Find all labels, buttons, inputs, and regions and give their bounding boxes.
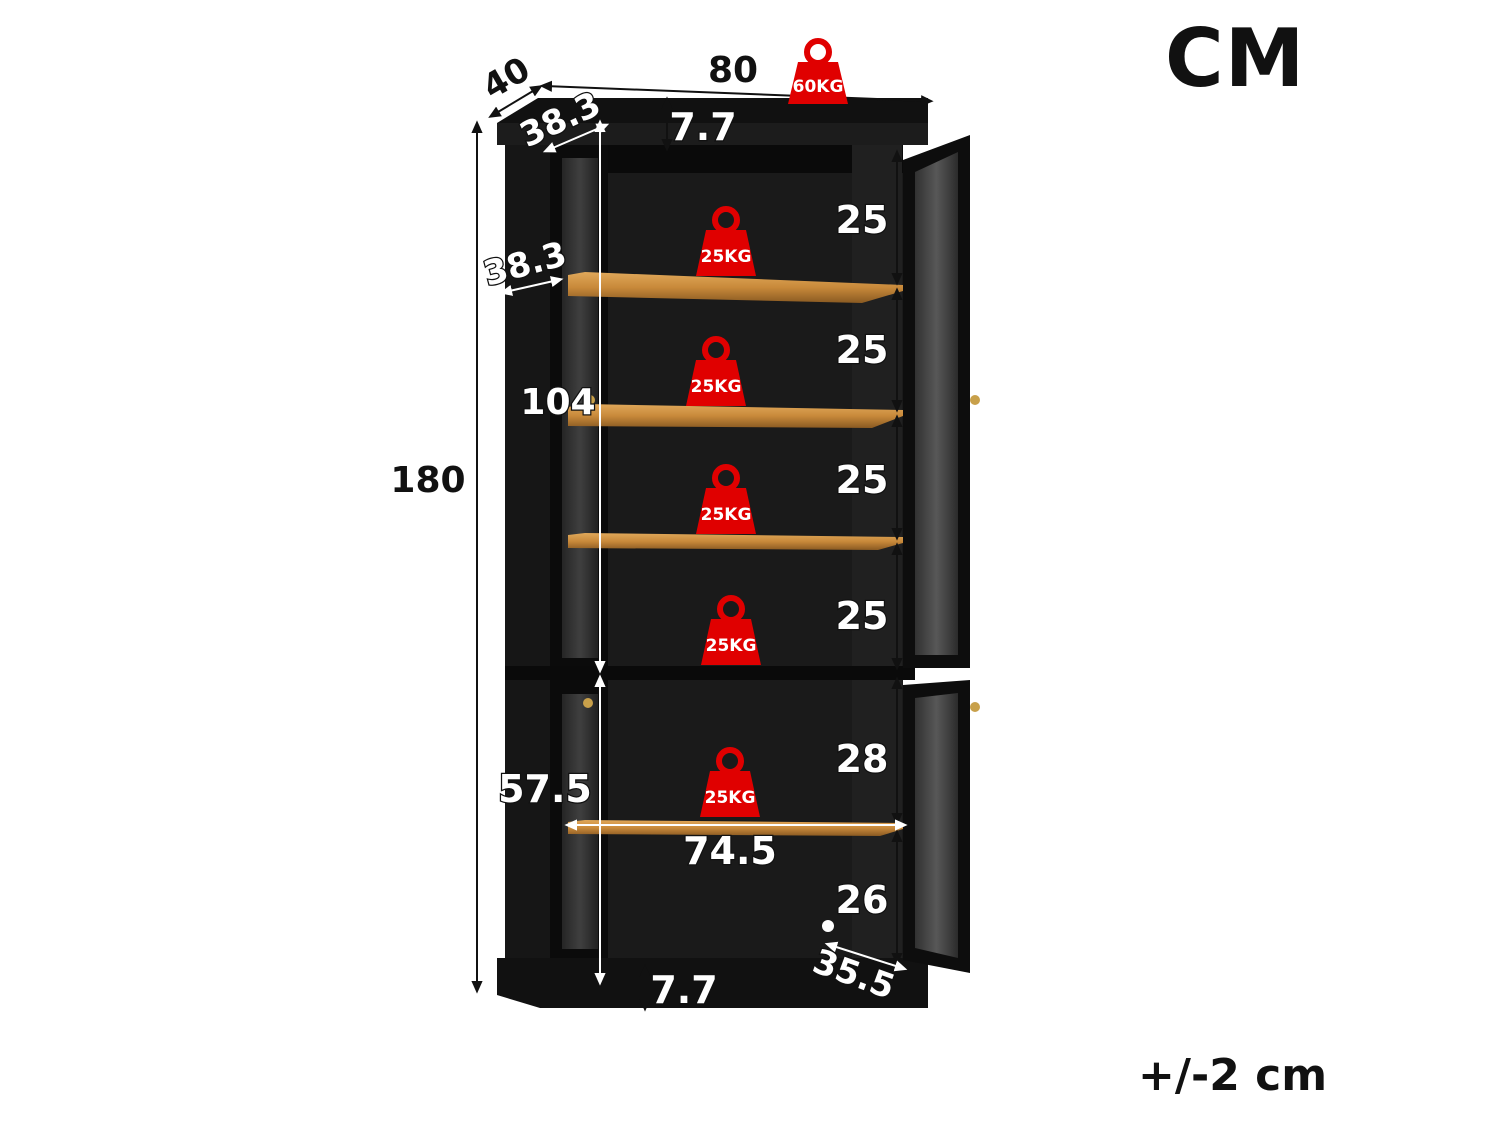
door-knob bbox=[583, 698, 593, 708]
shelf-2 bbox=[568, 404, 903, 428]
weight-icons: 60KG 25KG 25KG 25KG 25KG 25KG bbox=[686, 38, 848, 817]
label-gap-3: 25 bbox=[836, 458, 889, 502]
shelf-3 bbox=[568, 533, 903, 550]
unit-title: CM bbox=[1165, 12, 1306, 105]
dim-line-side-inner-depth bbox=[499, 276, 564, 296]
label-depth: 40 bbox=[476, 49, 537, 107]
dim-line-top-inner-depth bbox=[542, 123, 610, 153]
label-gap-2: 25 bbox=[836, 328, 889, 372]
label-top-panel: 7.7 bbox=[669, 105, 736, 149]
dim-line-width bbox=[539, 80, 934, 107]
weight-icon-shelf-4: 25KG bbox=[701, 595, 761, 665]
label-width: 80 bbox=[708, 50, 758, 91]
label-shelf-width: 74.5 bbox=[683, 829, 777, 873]
label-base-height: 7.7 bbox=[650, 968, 717, 1012]
door-knob bbox=[970, 395, 980, 405]
label-height: 180 bbox=[390, 460, 465, 501]
weight-label-top: 60KG bbox=[793, 77, 844, 97]
label-gap-6: 26 bbox=[836, 878, 889, 922]
tolerance-note: +/-2 cm bbox=[1138, 1050, 1328, 1101]
shelf-1 bbox=[568, 272, 903, 303]
label-gap-5: 28 bbox=[836, 737, 889, 781]
weight-icon-shelf-3: 25KG bbox=[696, 464, 756, 534]
dim-line-lower-depth bbox=[824, 941, 908, 972]
label-gap-1: 25 bbox=[836, 198, 889, 242]
door-knob bbox=[585, 395, 595, 405]
right-door-lower-glass bbox=[915, 693, 958, 958]
dimension-lines-light bbox=[499, 119, 908, 986]
weight-label-shelf-3: 25KG bbox=[701, 505, 752, 525]
middle-divider bbox=[505, 666, 915, 680]
weight-label-shelf-1: 25KG bbox=[701, 247, 752, 267]
door-knob bbox=[970, 702, 980, 712]
weight-icon-shelf-5: 25KG bbox=[700, 747, 760, 817]
weight-label-shelf-5: 25KG bbox=[705, 788, 756, 808]
weight-icon-shelf-1: 25KG bbox=[696, 206, 756, 276]
label-upper-section: 104 bbox=[520, 382, 595, 423]
weight-label-shelf-4: 25KG bbox=[706, 636, 757, 656]
right-door-upper-glass bbox=[915, 152, 958, 655]
weight-icon-top: 60KG bbox=[788, 38, 848, 104]
right-side-panel bbox=[852, 145, 902, 965]
dim-line-depth bbox=[488, 85, 543, 118]
label-gap-4: 25 bbox=[836, 594, 889, 638]
depth-marker-dot bbox=[822, 920, 834, 932]
weight-label-shelf-2: 25KG bbox=[691, 377, 742, 397]
dimension-lines bbox=[471, 80, 934, 1012]
weight-icon-shelf-2: 25KG bbox=[686, 336, 746, 406]
label-lower-section: 57.5 bbox=[498, 767, 592, 811]
